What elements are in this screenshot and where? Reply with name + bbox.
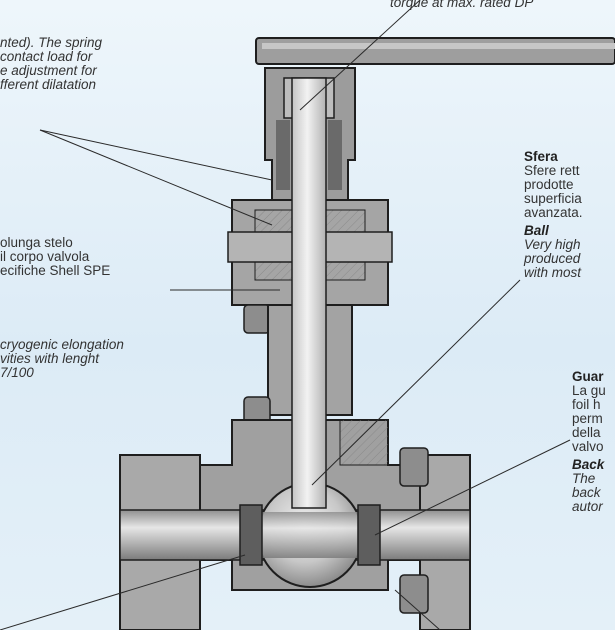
leader-spring-2 <box>39 129 273 226</box>
callout-ball-it-1: Sfere rett <box>524 163 580 178</box>
leader-bottom-right <box>394 589 441 630</box>
callout-seat-it-5: valvo <box>572 439 604 454</box>
callout-stem-en-1: cryogenic elongation <box>0 337 124 352</box>
spring-stack <box>276 120 342 190</box>
callout-top-partial: torque at max. rated DP <box>390 0 534 10</box>
callout-spring-en-2: contact load for <box>0 49 93 64</box>
callout-seat-it-3: perm <box>572 411 603 426</box>
callout-spring-en-1: nted). The spring <box>0 35 103 50</box>
callout-seat-it-4: della <box>572 425 601 440</box>
callout-seat-title-it: Guar <box>572 369 604 384</box>
callout-stem-en-3: 7/100 <box>0 365 34 380</box>
leader-spring-1 <box>39 129 273 181</box>
callout-seat-en-1: The <box>572 471 596 486</box>
leader-ball <box>311 279 521 486</box>
seat-left <box>239 504 263 566</box>
callout-seat-en-2: back <box>572 485 601 500</box>
callout-seat-en-3: autor <box>572 499 603 514</box>
stem <box>291 77 327 509</box>
callout-seat-title-en: Back <box>572 457 605 472</box>
callout-seat-it-1: La gu <box>572 383 606 398</box>
bonnet-bolt-left <box>243 304 271 334</box>
callout-ball-title-it: Sfera <box>524 149 558 164</box>
callout-ball-it-4: avanzata. <box>524 205 583 220</box>
callout-spring-en-4: fferent dilatation <box>0 77 97 92</box>
callout-ball-en-1: Very high <box>524 237 581 252</box>
leader-lines <box>0 0 571 630</box>
callout-ball-en-3: with most <box>524 265 582 280</box>
leader-seat <box>374 439 571 536</box>
callout-stem-it-3: ecifiche Shell SPE <box>0 263 111 278</box>
leader-bottom-left <box>0 554 246 630</box>
callout-stem-it-1: olunga stelo <box>0 235 73 250</box>
callout-spring-en-3: e adjustment for <box>0 63 97 78</box>
callout-seat-it-2: foil h <box>572 397 601 412</box>
callout-stem-it-2: il corpo valvola <box>0 249 90 264</box>
callout-stem-en-2: vities with lenght <box>0 351 100 366</box>
callout-ball-en-2: produced <box>524 251 581 266</box>
callout-ball-it-3: superficia <box>524 191 582 206</box>
callout-ball-title-en: Ball <box>524 223 549 238</box>
seat-right <box>357 504 381 566</box>
handle-lever <box>255 37 615 65</box>
leader-top <box>299 0 421 111</box>
callout-ball-it-2: prodotte <box>524 177 574 192</box>
